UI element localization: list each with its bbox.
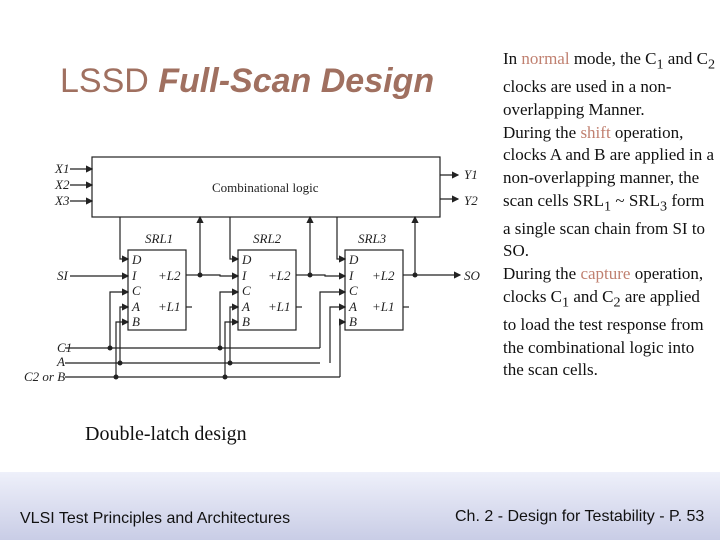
srl1-pin-c: C [132,283,141,298]
highlight-shift: shift [580,122,611,142]
srl3-pin-d: D [348,252,359,267]
srl3-pin-i: I [348,268,354,283]
logic-label: Combinational logic [212,180,319,195]
input-x3: X3 [54,193,70,208]
srl2-pin-d: D [241,252,252,267]
input-x2: X2 [54,177,70,192]
srl1-pin-a: A [131,299,140,314]
srl2-out-l1: +L1 [268,299,291,314]
highlight-normal: normal [521,49,570,68]
output-y2: Y2 [464,193,478,208]
so-label: SO [464,268,481,283]
srl2-out-l2: +L2 [268,268,291,283]
srl3-out-l2: +L2 [372,268,395,283]
paragraph-normal-mode: In normal mode, the C1 and C2 clocks are… [503,49,716,119]
srl1-out-l2: +L2 [158,268,181,283]
paragraph-shift: During the shift operation, clocks A and… [503,122,715,261]
srl2-box [237,249,297,331]
srl1-out-l1: +L1 [158,299,181,314]
srl1-pin-d: D [131,252,142,267]
footer-band [0,472,720,540]
diagram-caption: Double-latch design [85,423,247,445]
cell-label-srl3: SRL3 [358,231,387,246]
clock-c1-label: C1 [57,340,72,355]
srl2-pin-c: C [242,283,251,298]
srl3-out-l1: +L1 [372,299,395,314]
description-text: In normal mode, the C1 and C2 clocks are… [503,48,715,382]
cell-label-srl2: SRL2 [253,231,282,246]
paragraph-capture: During the capture operation, clocks C1 … [503,264,704,380]
clock-c2b-label: C2 or B [24,369,65,384]
srl1-pin-i: I [131,268,137,283]
srl3-pin-b: B [349,314,357,329]
footer-chapter-page: Ch. 2 - Design for Testability - P. 53 [455,508,705,525]
srl2-pin-i: I [241,268,247,283]
srl3-box [344,249,404,331]
srl1-pin-b: B [132,314,140,329]
highlight-capture: capture [580,264,631,284]
cell-label-srl1: SRL1 [145,231,173,246]
srl2-pin-b: B [242,314,250,329]
si-label: SI [57,268,69,283]
srl2-pin-a: A [241,299,250,314]
srl3-pin-c: C [349,283,358,298]
clock-a-label: A [56,354,65,369]
slide-title: LSSD Full-Scan Design [60,62,434,101]
footer-book-title: VLSI Test Principles and Architectures [20,510,291,527]
input-x1: X1 [54,161,69,176]
output-y1: Y1 [464,167,478,182]
srl3-pin-a: A [348,299,357,314]
combinational-logic-box [91,156,441,218]
title-plain: LSSD [60,62,159,100]
lssd-diagram: Combinational logic X1 X2 X3 Y1 Y2 SRL1 … [24,156,481,384]
title-bold: Full-Scan Design [158,62,435,100]
